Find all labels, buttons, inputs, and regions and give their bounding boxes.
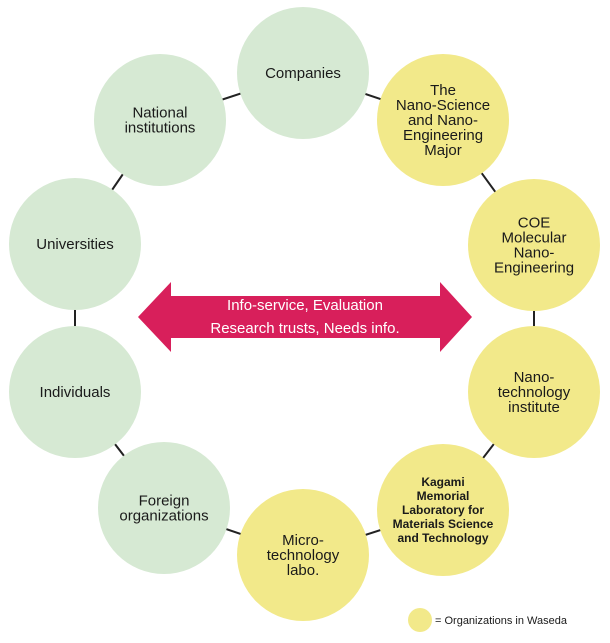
node-circle — [237, 7, 369, 139]
node-label-line: Engineering — [403, 127, 483, 144]
node-label-line: Nano- — [514, 369, 555, 386]
node-label-line: Materials Science — [393, 517, 494, 531]
node-circle — [9, 178, 141, 310]
node-individuals: Individuals — [9, 326, 141, 458]
node-label-line: The — [430, 82, 456, 99]
node-label-line: Universities — [36, 236, 114, 253]
node-label-line: and Technology — [397, 531, 488, 545]
arrow-label-line-1: Info-service, Evaluation — [227, 297, 383, 314]
legend-label: = Organizations in Waseda — [435, 615, 568, 627]
node-label-line: and Nano- — [408, 112, 478, 129]
node-label-line: labo. — [287, 562, 320, 579]
node-label-line: Engineering — [494, 260, 574, 277]
double-arrow: Info-service, Evaluation Research trusts… — [138, 282, 472, 352]
node-circle — [377, 444, 509, 576]
node-companies: Companies — [237, 7, 369, 139]
legend: = Organizations in Waseda — [408, 608, 568, 632]
node-label-line: institute — [508, 399, 560, 416]
node-label-line: Micro- — [282, 532, 324, 549]
double-arrow-shape — [138, 282, 472, 352]
node-circle — [468, 179, 600, 311]
node-label-line: Laboratory for — [402, 503, 484, 517]
node-circle — [377, 54, 509, 186]
node-label-line: technology — [267, 547, 340, 564]
node-label-line: COE — [518, 215, 551, 232]
node-label-line: Nano-Science — [396, 97, 490, 114]
node-label-line: Kagami — [421, 475, 464, 489]
node-label-line: Foreign — [139, 493, 190, 510]
node-label-line: Companies — [265, 65, 341, 82]
node-circle — [9, 326, 141, 458]
node-label-line: Memorial — [417, 489, 470, 503]
legend-swatch — [408, 608, 432, 632]
node-label-line: National — [132, 105, 187, 122]
node-circle — [98, 442, 230, 574]
arrow-label-line-2: Research trusts, Needs info. — [210, 320, 399, 337]
node-universities: Universities — [9, 178, 141, 310]
node-circle — [237, 489, 369, 621]
node-label-line: organizations — [119, 508, 208, 525]
node-label-line: institutions — [125, 120, 196, 137]
node-circle — [468, 326, 600, 458]
node-circle — [94, 54, 226, 186]
node-label-line: Nano- — [514, 245, 555, 262]
node-label-line: technology — [498, 384, 571, 401]
node-label-line: Molecular — [501, 230, 566, 247]
node-label-line: Individuals — [40, 384, 111, 401]
node-label-line: Major — [424, 142, 462, 159]
